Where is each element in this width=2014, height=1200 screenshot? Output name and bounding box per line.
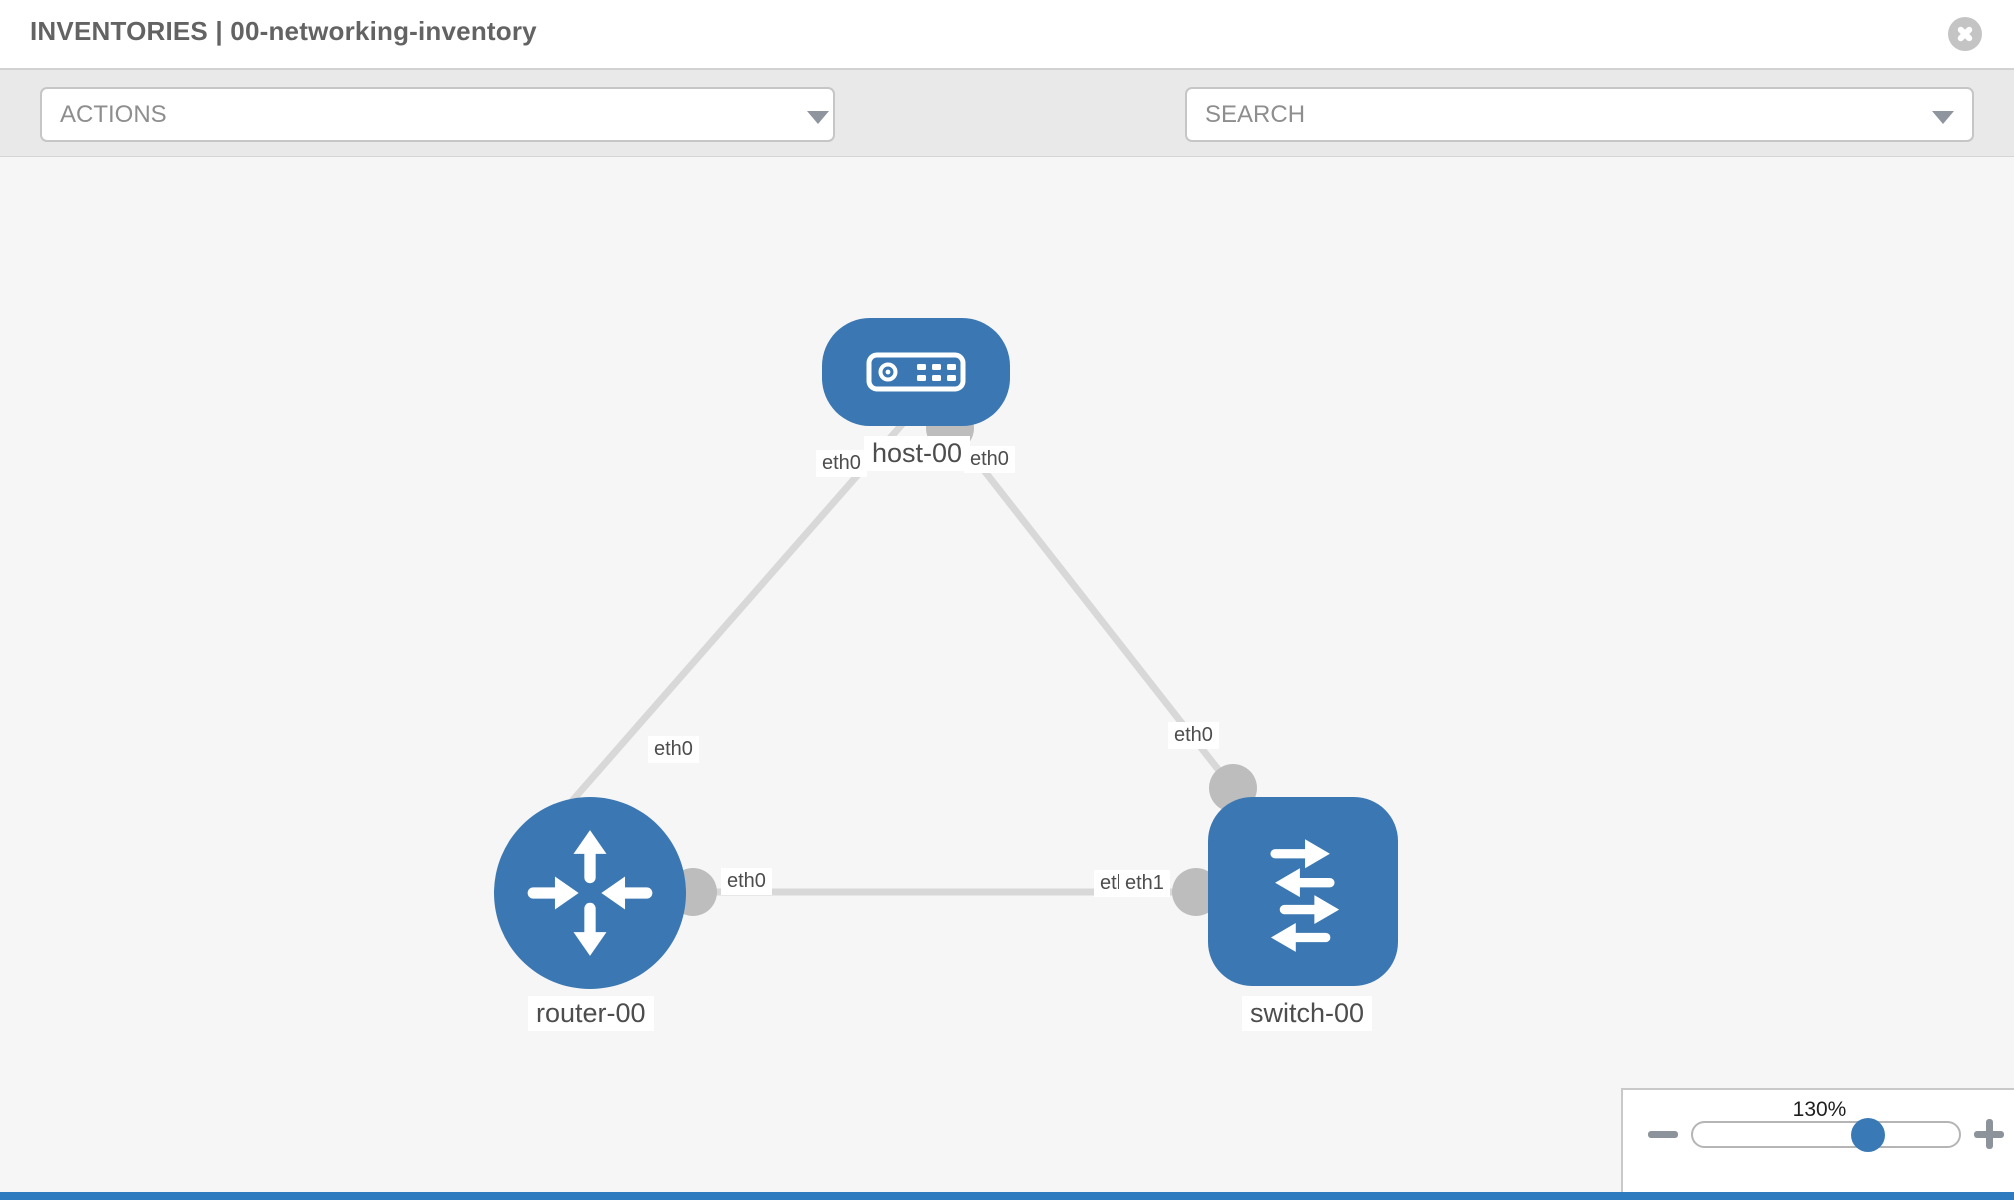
zoom-slider[interactable] [1691, 1118, 1961, 1152]
edge-host-router [562, 418, 908, 812]
node-router-00[interactable] [494, 797, 686, 989]
node-label-host: host-00 [864, 436, 971, 471]
search-placeholder: SEARCH [1205, 101, 1306, 128]
bottom-accent-bar [0, 1192, 2014, 1200]
switch-icon [1270, 838, 1340, 952]
chevron-down-icon [1932, 111, 1954, 124]
zoom-level-value: 130% [1792, 1098, 1847, 1121]
iface-label-switch-mid: eth1 [1119, 870, 1170, 897]
node-switch-00[interactable] [1208, 797, 1398, 986]
node-label-router: router-00 [528, 996, 654, 1031]
topology-canvas[interactable]: host-00 eth0 eth0 eth0 eth0 eth0 eth0 et… [0, 158, 2014, 1200]
iface-label-router-mid: eth0 [721, 868, 772, 895]
zoom-in-button[interactable] [1971, 1116, 2007, 1152]
router-icon [527, 830, 653, 956]
zoom-slider-thumb[interactable] [1851, 1118, 1885, 1152]
edges-layer [562, 404, 1270, 916]
zoom-panel: 130% [1621, 1088, 2014, 1200]
iface-label-router-upper: eth0 [648, 736, 699, 763]
zoom-out-button[interactable] [1645, 1116, 1681, 1152]
node-host-00[interactable] [822, 318, 1010, 426]
iface-label-host-right: eth0 [964, 446, 1015, 473]
node-label-switch: switch-00 [1242, 996, 1373, 1031]
iface-label-switch-upper: eth0 [1168, 722, 1219, 749]
host-icon [866, 352, 966, 392]
search-input[interactable]: SEARCH [1185, 87, 1974, 142]
toolbar: ACTIONS SEARCH [0, 70, 2014, 204]
actions-dropdown-label: ACTIONS [60, 101, 167, 128]
page-title: INVENTORIES | 00-networking-inventory [30, 16, 537, 46]
actions-dropdown[interactable]: ACTIONS [40, 87, 835, 142]
iface-label-host-left: eth0 [816, 450, 867, 477]
close-icon[interactable] [1948, 17, 1982, 51]
chevron-down-icon [807, 111, 829, 124]
header: INVENTORIES | 00-networking-inventory [0, 0, 2014, 70]
